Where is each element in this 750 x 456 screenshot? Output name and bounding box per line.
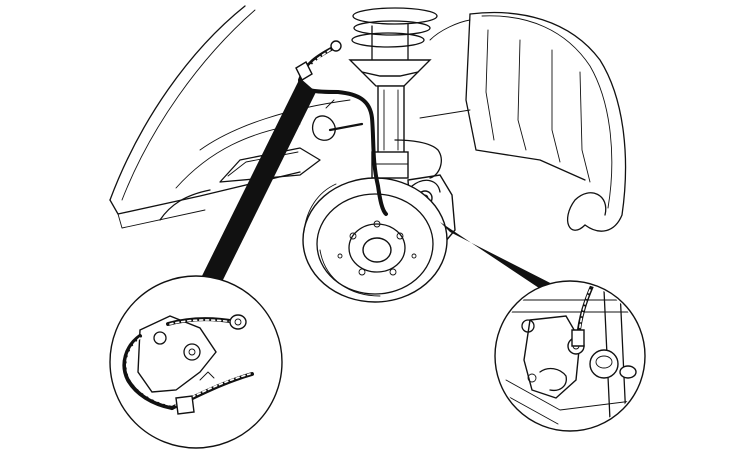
brake-hose [295, 40, 388, 216]
suspension-strut [348, 7, 438, 179]
inner-fender-panel [419, 11, 627, 232]
brake-disc [302, 177, 448, 303]
wheel-arch-body-panel [109, 5, 351, 229]
right-callout-leader [440, 222, 568, 302]
hose-bracket-detail-callout [109, 275, 283, 449]
caliper-connection-detail-callout [494, 280, 646, 432]
left-callout-leader [196, 78, 316, 298]
